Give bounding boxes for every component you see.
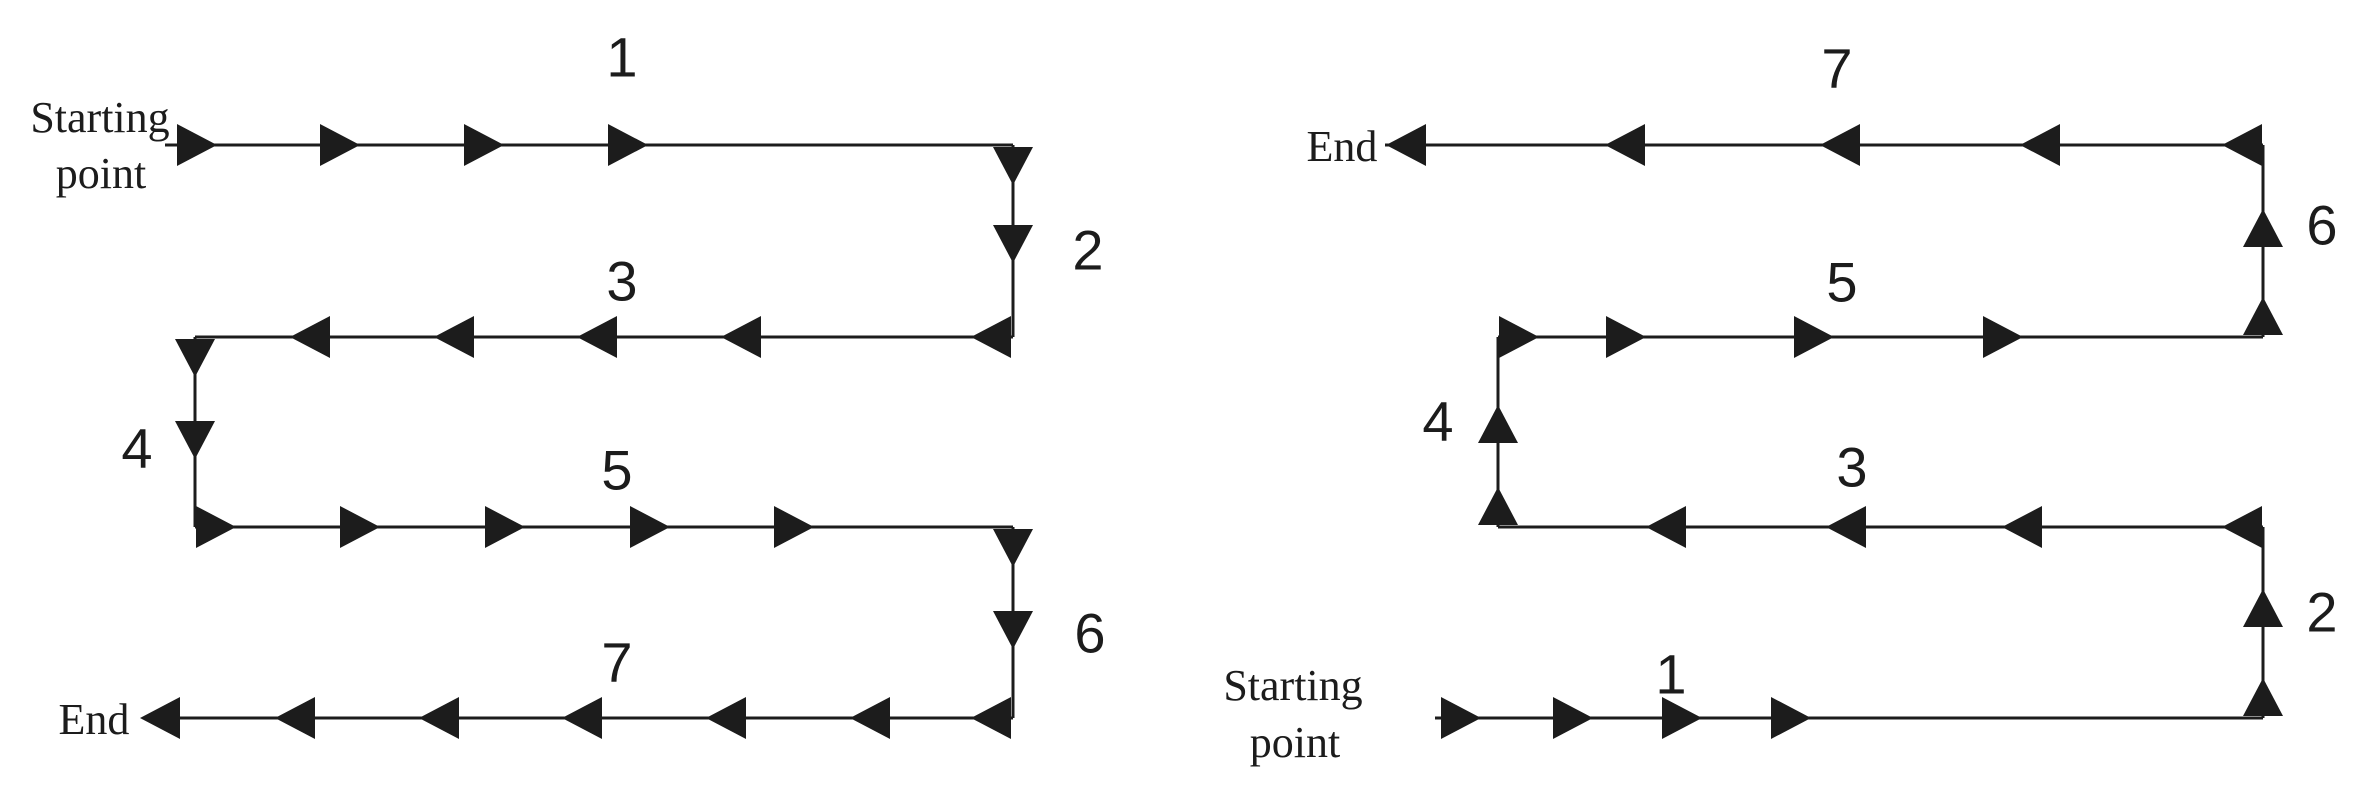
right-end-label: End bbox=[1307, 122, 1378, 171]
segment-right-6: 6 bbox=[2243, 145, 2338, 337]
arrowhead-up-icon bbox=[2243, 678, 2283, 716]
arrowhead-up-icon bbox=[1478, 487, 1518, 525]
arrowhead-left-icon bbox=[2020, 124, 2060, 166]
segment-number-label: 1 bbox=[606, 26, 637, 89]
left-start-label: Starting bbox=[30, 93, 169, 142]
arrowhead-left-icon bbox=[706, 697, 746, 739]
arrowhead-right-icon bbox=[485, 506, 525, 548]
segment-right-3: 3 bbox=[1498, 436, 2263, 548]
arrowhead-right-icon bbox=[1441, 697, 1481, 739]
arrowhead-left-icon bbox=[1646, 506, 1686, 548]
segment-left-1: 1 bbox=[165, 26, 1013, 166]
arrowhead-left-icon bbox=[2002, 506, 2042, 548]
arrowhead-left-icon bbox=[275, 697, 315, 739]
arrowhead-left-icon bbox=[1386, 124, 1426, 166]
segment-number-label: 4 bbox=[121, 417, 152, 480]
arrowhead-right-icon bbox=[608, 124, 648, 166]
segment-number-label: 6 bbox=[1074, 602, 1105, 665]
arrowhead-up-icon bbox=[2243, 209, 2283, 247]
arrowhead-down-icon bbox=[993, 225, 1033, 263]
arrowhead-right-icon bbox=[340, 506, 380, 548]
arrowhead-right-icon bbox=[1794, 316, 1834, 358]
segment-number-label: 5 bbox=[601, 439, 632, 502]
arrowhead-right-icon bbox=[774, 506, 814, 548]
arrowhead-down-icon bbox=[993, 611, 1033, 649]
arrowhead-left-icon bbox=[721, 316, 761, 358]
arrowhead-down-icon bbox=[175, 339, 215, 377]
left-start-label: point bbox=[56, 149, 146, 198]
segment-left-6: 6 bbox=[993, 527, 1106, 718]
arrowhead-left-icon bbox=[577, 316, 617, 358]
arrowhead-left-icon bbox=[971, 697, 1011, 739]
arrowhead-left-icon bbox=[1820, 124, 1860, 166]
segment-number-label: 1 bbox=[1655, 643, 1686, 706]
left-end-label: End bbox=[59, 695, 130, 744]
segment-number-label: 3 bbox=[1836, 436, 1867, 499]
segment-number-label: 7 bbox=[601, 631, 632, 694]
arrowhead-left-icon bbox=[2222, 124, 2262, 166]
arrowhead-left-icon bbox=[2222, 506, 2262, 548]
arrowhead-right-icon bbox=[1499, 316, 1539, 358]
segment-left-3: 3 bbox=[195, 250, 1013, 358]
arrowhead-left-icon bbox=[140, 697, 180, 739]
segment-number-label: 3 bbox=[606, 250, 637, 313]
arrowhead-right-icon bbox=[196, 506, 236, 548]
arrowhead-down-icon bbox=[993, 147, 1033, 185]
segment-right-4: 4 bbox=[1422, 337, 1518, 527]
segment-left-2: 2 bbox=[993, 145, 1104, 337]
arrowhead-up-icon bbox=[1478, 405, 1518, 443]
right-start-label: Starting bbox=[1223, 661, 1362, 710]
arrowhead-left-icon bbox=[971, 316, 1011, 358]
arrowhead-left-icon bbox=[1826, 506, 1866, 548]
arrowhead-left-icon bbox=[419, 697, 459, 739]
arrowhead-right-icon bbox=[464, 124, 504, 166]
segment-left-5: 5 bbox=[195, 439, 1013, 548]
arrowhead-right-icon bbox=[1553, 697, 1593, 739]
arrowhead-left-icon bbox=[434, 316, 474, 358]
segment-right-2: 2 bbox=[2243, 527, 2338, 718]
segment-right-1: 1 bbox=[1435, 643, 2263, 739]
arrowhead-right-icon bbox=[630, 506, 670, 548]
arrowhead-right-icon bbox=[1983, 316, 2023, 358]
segment-number-label: 2 bbox=[1072, 219, 1103, 282]
arrowhead-right-icon bbox=[1662, 697, 1702, 739]
arrowhead-down-icon bbox=[993, 529, 1033, 567]
segment-left-7: 7 bbox=[140, 631, 1013, 739]
arrowhead-left-icon bbox=[850, 697, 890, 739]
arrowhead-down-icon bbox=[175, 421, 215, 459]
segment-number-label: 5 bbox=[1826, 251, 1857, 314]
right-start-label: point bbox=[1250, 718, 1340, 767]
arrowhead-right-icon bbox=[177, 124, 217, 166]
segment-number-label: 6 bbox=[2306, 194, 2337, 257]
arrowhead-left-icon bbox=[1605, 124, 1645, 166]
arrowhead-up-icon bbox=[2243, 589, 2283, 627]
segment-right-5: 5 bbox=[1498, 251, 2263, 358]
arrowhead-up-icon bbox=[2243, 297, 2283, 335]
arrowhead-left-icon bbox=[562, 697, 602, 739]
arrowhead-right-icon bbox=[320, 124, 360, 166]
arrowhead-right-icon bbox=[1606, 316, 1646, 358]
arrowhead-right-icon bbox=[1771, 697, 1811, 739]
segment-left-4: 4 bbox=[121, 337, 215, 527]
segment-right-7: 7 bbox=[1385, 37, 2263, 166]
arrowhead-left-icon bbox=[290, 316, 330, 358]
segment-number-label: 2 bbox=[2306, 581, 2337, 644]
segment-number-label: 7 bbox=[1821, 37, 1852, 100]
segment-number-label: 4 bbox=[1422, 390, 1453, 453]
